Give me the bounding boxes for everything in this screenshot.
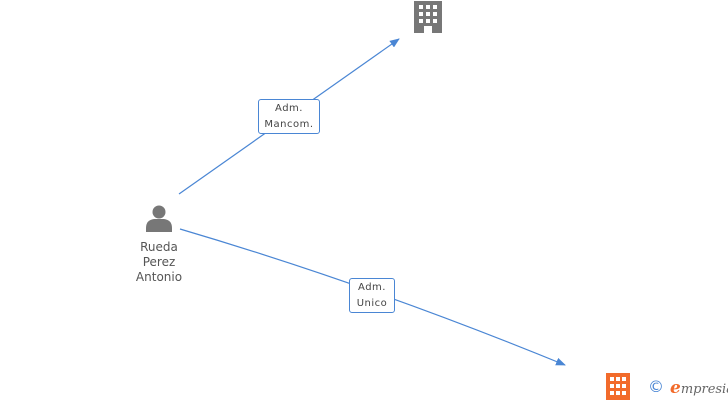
edge-label-line-1: Adm. [275, 103, 303, 114]
edge-label-line-1: Adm. [358, 282, 386, 293]
building-icon[interactable] [414, 1, 442, 33]
person-name[interactable]: Rueda Perez Antonio [120, 240, 198, 285]
edge-label-adm-mancom[interactable]: Adm. Mancom. [258, 99, 320, 134]
edge-label-adm-unico[interactable]: Adm. Unico [349, 278, 395, 313]
brand-name: mpresia [680, 382, 728, 397]
brand-logo: empresia [670, 378, 728, 400]
person-name-line-2: Perez [142, 255, 176, 269]
person-name-line-3: Antonio [135, 270, 183, 284]
building-icon-highlight[interactable] [606, 373, 630, 400]
edge-label-line-2: Mancom. [264, 119, 314, 130]
person-icon[interactable] [146, 205, 172, 233]
copyright-symbol: © [648, 377, 664, 396]
person-name-line-1: Rueda [140, 240, 178, 254]
edge-label-line-2: Unico [356, 298, 388, 309]
brand-initial: e [670, 378, 681, 398]
